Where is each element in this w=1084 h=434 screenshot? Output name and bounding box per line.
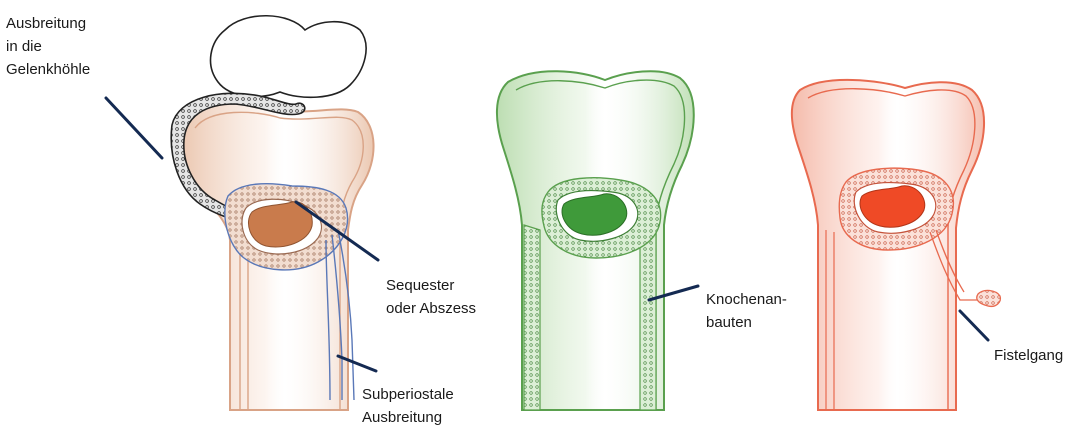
fistula-opening xyxy=(977,290,1001,306)
label-bone-growth: Knochenan- bauten xyxy=(706,288,787,334)
bone-growth-right xyxy=(640,226,656,410)
label-joint-spread: Ausbreitung in die Gelenkhöhle xyxy=(6,12,90,81)
bone-middle xyxy=(497,71,694,410)
pointer-fistula xyxy=(960,311,988,340)
label-joint-spread-line3: Gelenkhöhle xyxy=(6,58,90,81)
bone-growth-left xyxy=(524,225,540,410)
bone-right xyxy=(792,80,1001,410)
label-subperiosteal-line1: Subperiostale xyxy=(362,383,454,406)
joint-condyle-outline xyxy=(211,16,367,98)
label-subperiosteal: Subperiostale Ausbreitung xyxy=(362,383,454,429)
label-sequester: Sequester oder Abszess xyxy=(386,274,476,320)
label-bone-growth-line1: Knochenan- xyxy=(706,288,787,311)
bone-left xyxy=(171,16,373,410)
label-fistula-line1: Fistelgang xyxy=(994,344,1063,367)
label-joint-spread-line1: Ausbreitung xyxy=(6,12,90,35)
label-bone-growth-line2: bauten xyxy=(706,311,787,334)
label-joint-spread-line2: in die xyxy=(6,35,90,58)
label-sequester-line2: oder Abszess xyxy=(386,297,476,320)
pointer-joint-spread xyxy=(106,98,162,158)
label-sequester-line1: Sequester xyxy=(386,274,476,297)
label-subperiosteal-line2: Ausbreitung xyxy=(362,406,454,429)
label-fistula: Fistelgang xyxy=(994,344,1063,367)
